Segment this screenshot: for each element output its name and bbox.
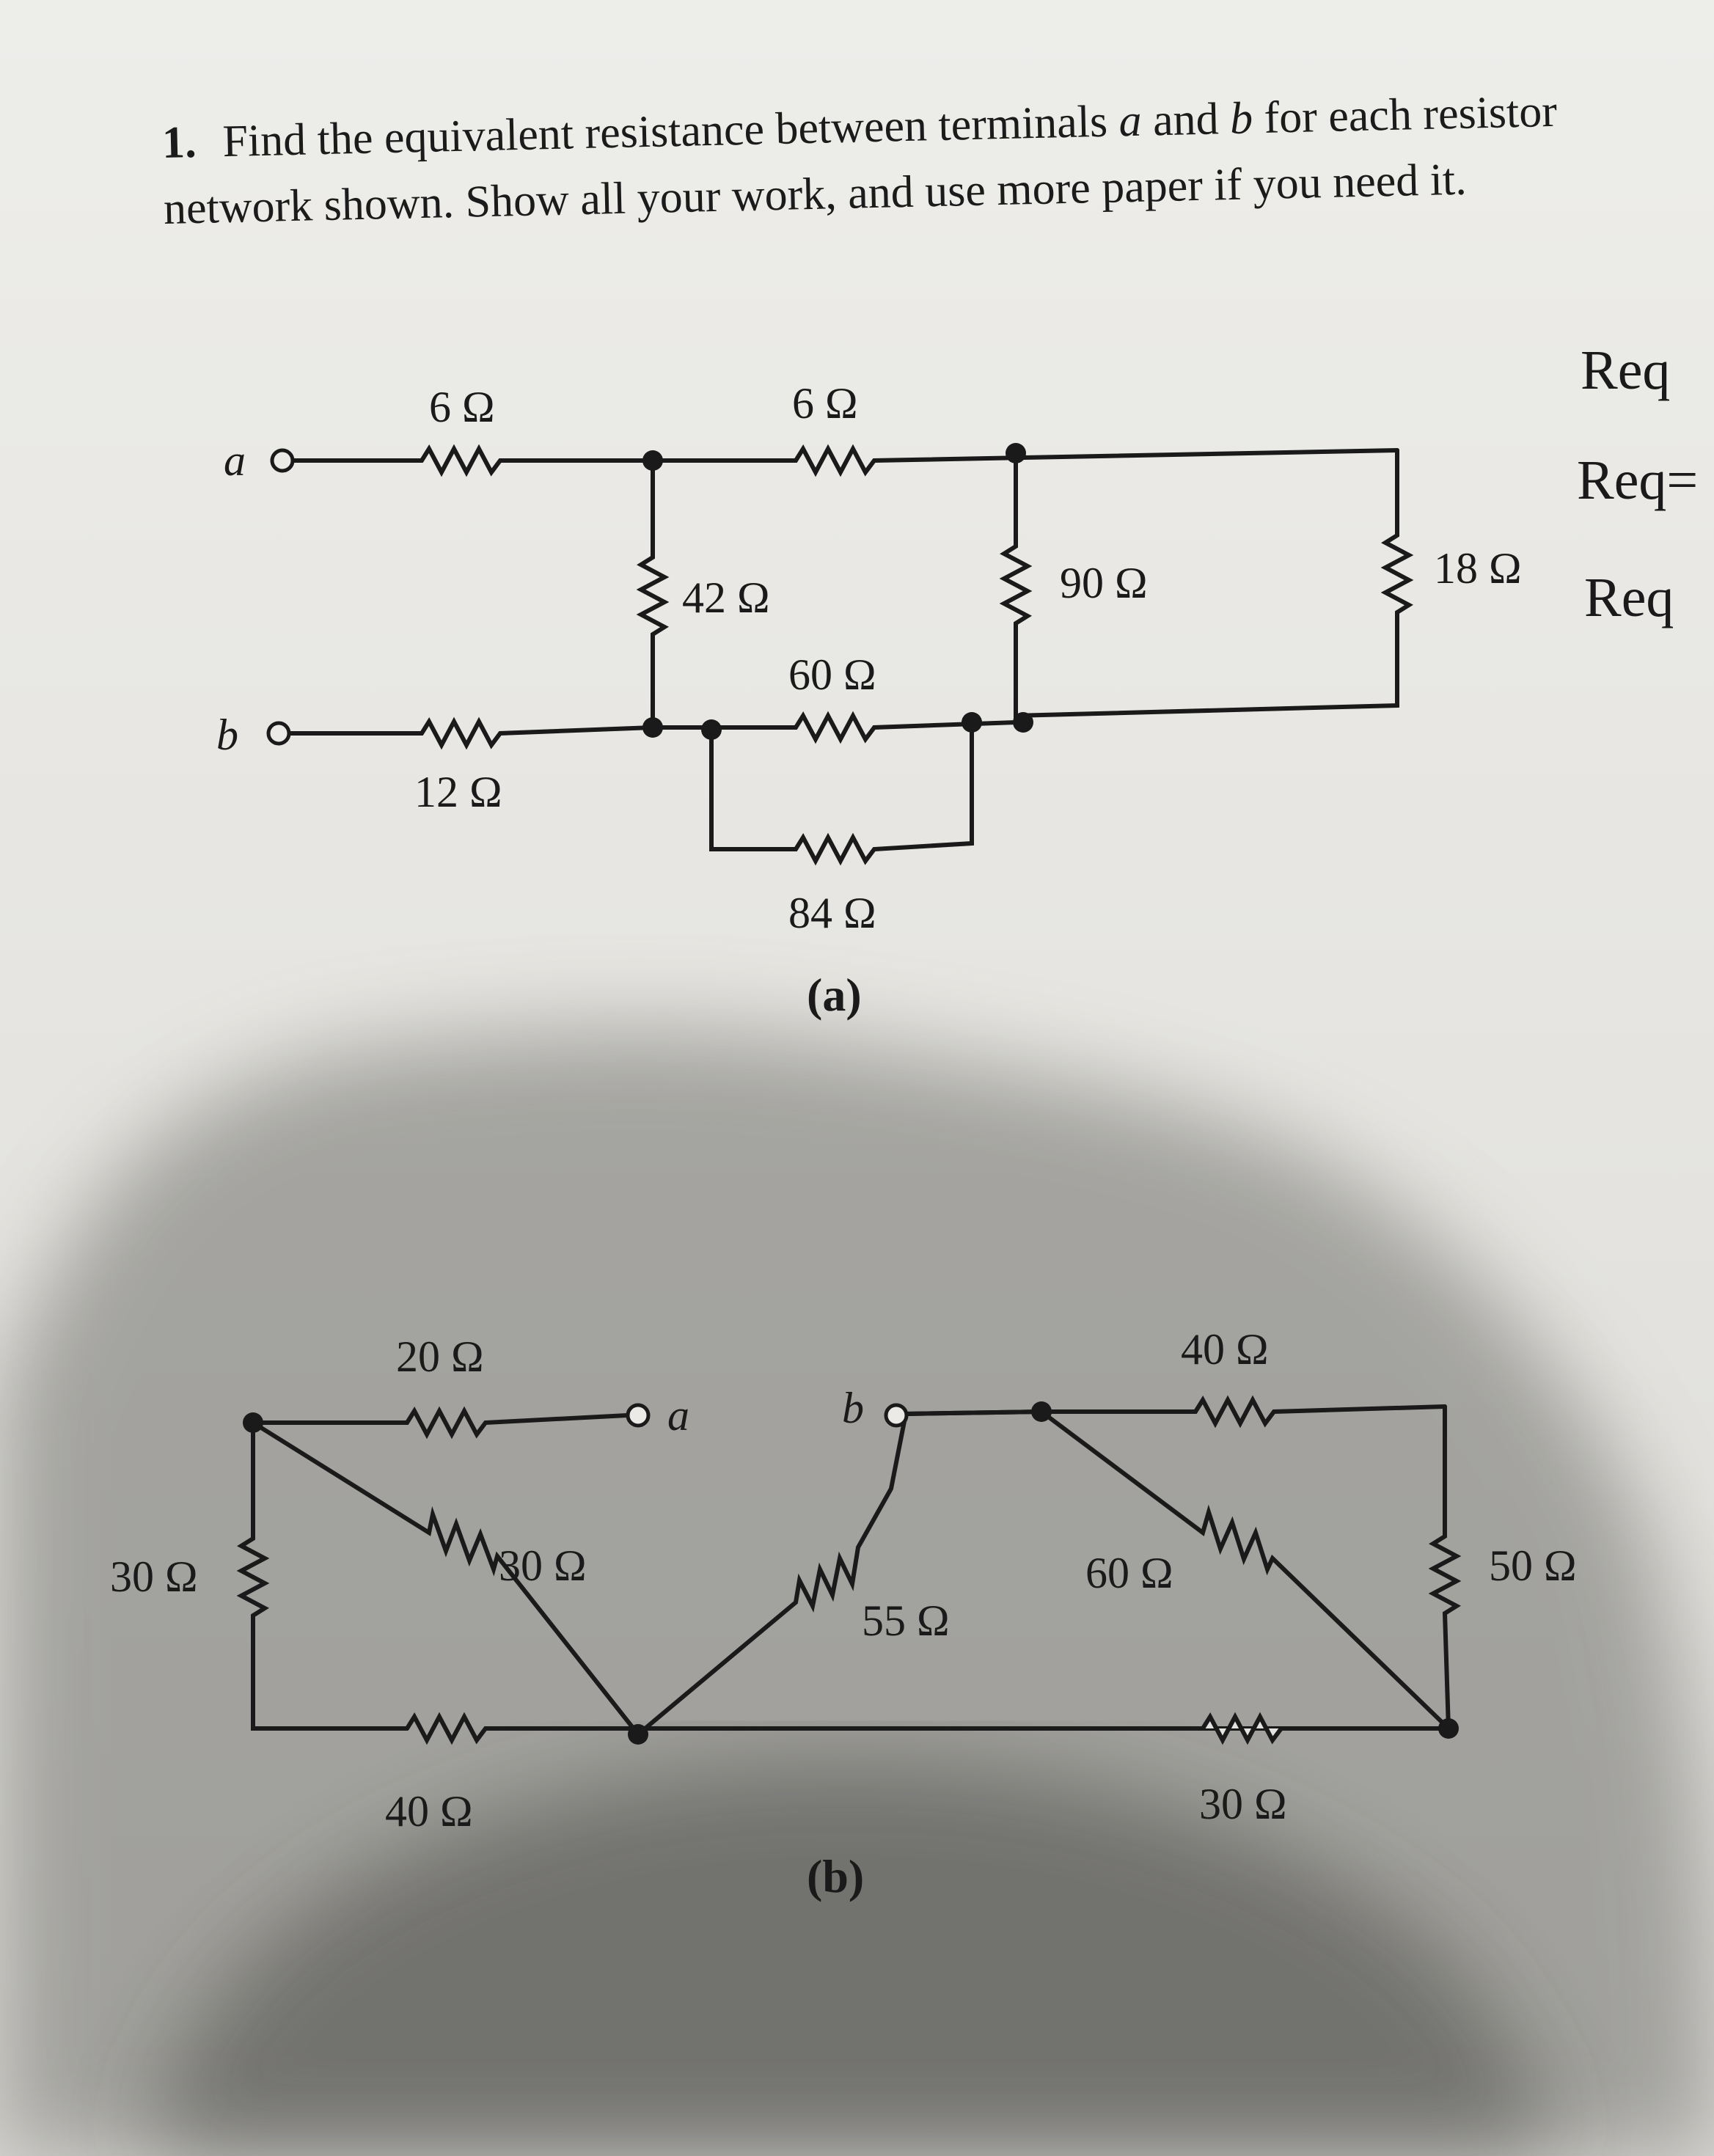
handwritten-note-2: Req= — [1577, 450, 1698, 511]
b-label-55: 55 Ω — [862, 1596, 950, 1645]
b-terminal-b-node — [884, 1403, 909, 1428]
b-junction-1 — [243, 1412, 263, 1433]
b-junction-2 — [1031, 1401, 1052, 1422]
a-label-60: 60 Ω — [788, 650, 876, 699]
handwritten-note-1: Req — [1581, 340, 1670, 401]
b-label-30-bottom: 30 Ω — [1199, 1780, 1287, 1828]
b-label-60: 60 Ω — [1085, 1549, 1173, 1597]
b-resistor-20 — [251, 1406, 629, 1440]
a-junction-3 — [642, 717, 663, 738]
b-label-20: 20 Ω — [396, 1332, 484, 1381]
b-junction-3 — [628, 1724, 648, 1745]
b-resistor-60 — [1039, 1409, 1451, 1731]
b-terminal-b-label: b — [842, 1384, 864, 1432]
b-caption: (b) — [807, 1850, 864, 1902]
a-resistor-12 — [288, 716, 655, 750]
a-resistor-84 — [709, 724, 974, 866]
a-resistor-42 — [636, 458, 670, 730]
b-junction-4 — [1438, 1718, 1459, 1739]
a-junction-6 — [1013, 712, 1033, 733]
b-label-40-bottom: 40 Ω — [385, 1787, 473, 1836]
b-resistor-55 — [636, 1409, 1044, 1737]
a-wire-top — [291, 444, 1399, 477]
handwritten-note-3: Req — [1584, 567, 1674, 628]
a-terminal-a-node — [270, 448, 295, 473]
b-resistor-30-left — [236, 1420, 409, 1731]
b-terminal-a-node — [626, 1403, 651, 1428]
a-junction-1 — [642, 450, 663, 471]
b-resistor-40-top — [1039, 1395, 1447, 1429]
a-label-6-right: 6 Ω — [792, 379, 858, 428]
b-label-40-top: 40 Ω — [1181, 1325, 1269, 1374]
a-terminal-a-label: a — [224, 436, 246, 485]
a-label-90: 90 Ω — [1060, 559, 1148, 607]
a-label-84: 84 Ω — [788, 889, 876, 937]
a-label-6-left: 6 Ω — [429, 383, 495, 431]
a-junction-5 — [962, 712, 982, 733]
a-junction-2 — [1006, 443, 1026, 463]
a-caption: (a) — [807, 969, 862, 1021]
a-label-42: 42 Ω — [682, 573, 770, 622]
a-label-18: 18 Ω — [1434, 544, 1522, 593]
b-wire-terminal-b — [904, 1409, 1044, 1416]
a-terminal-b-label: b — [216, 711, 238, 759]
circuit-b — [236, 1395, 1462, 1745]
a-label-12: 12 Ω — [414, 768, 502, 816]
b-resistor-30-bottom — [1201, 1712, 1283, 1745]
a-resistor-18 — [1014, 448, 1414, 718]
b-label-30-left: 30 Ω — [110, 1552, 198, 1601]
b-label-50: 50 Ω — [1489, 1541, 1577, 1590]
a-resistor-90 — [999, 451, 1033, 725]
b-resistor-50 — [1428, 1404, 1462, 1731]
a-resistor-60 — [651, 711, 1018, 744]
a-junction-4 — [701, 719, 722, 740]
b-terminal-a-label: a — [667, 1391, 689, 1440]
a-terminal-b-node — [266, 721, 291, 746]
b-resistor-30-diag — [251, 1420, 640, 1737]
b-resistor-40-bottom — [405, 1712, 1451, 1745]
b-label-30-diag: 30 Ω — [499, 1541, 587, 1590]
